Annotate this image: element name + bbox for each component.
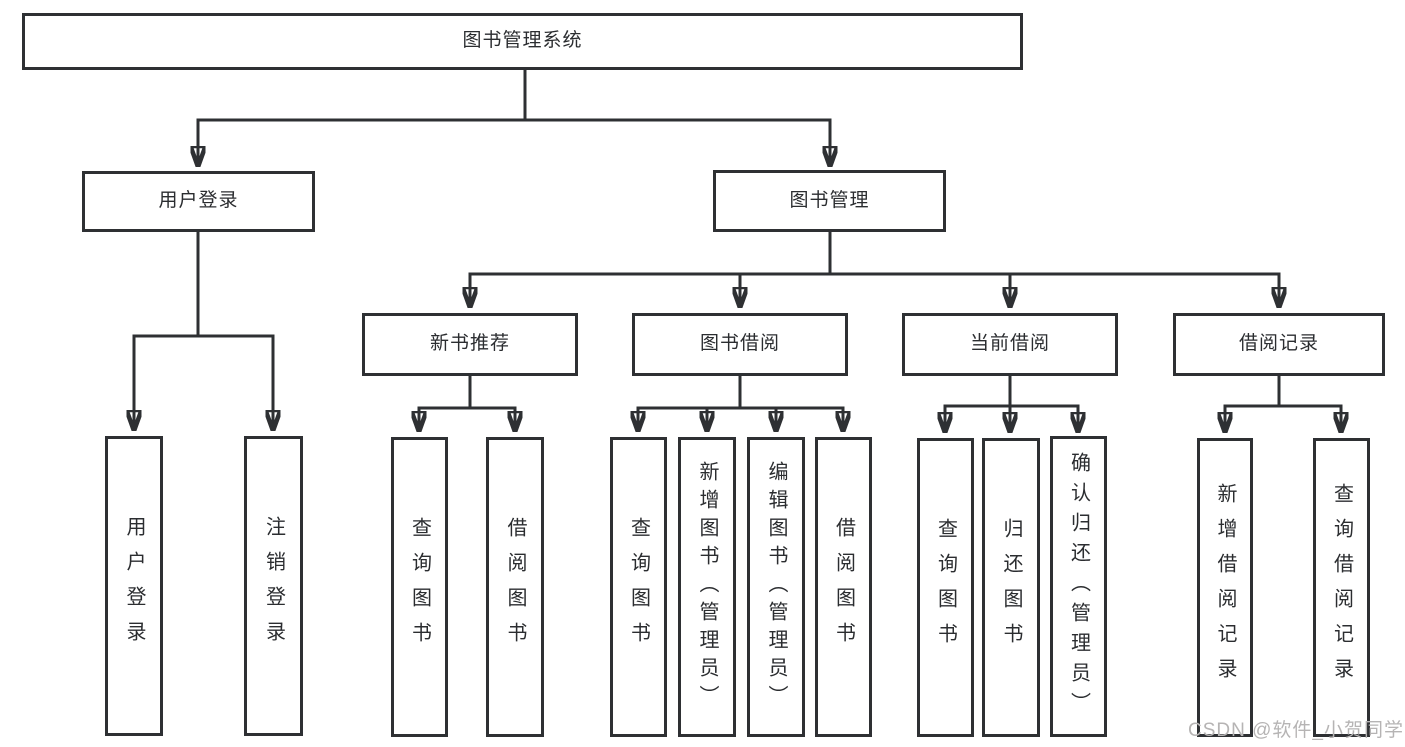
node-confirm-return-admin: 确认归还（管理员） xyxy=(1050,436,1107,737)
node-current-borrow: 当前借阅 xyxy=(902,313,1118,376)
node-query-books: 查询图书 xyxy=(610,437,667,737)
csdn-watermark: CSDN @软件_小贺同学 xyxy=(1188,720,1404,741)
node-query-books: 查询图书 xyxy=(917,438,974,737)
node-edit-book-admin: 编辑图书（管理员） xyxy=(747,437,805,737)
node-user-login-leaf: 用户登录 xyxy=(105,436,163,736)
node-book-management: 图书管理 xyxy=(713,170,946,232)
node-query-borrow-record: 查询借阅记录 xyxy=(1313,438,1370,737)
node-borrow-books: 借阅图书 xyxy=(815,437,872,737)
node-library-system: 图书管理系统 xyxy=(22,13,1023,70)
node-return-book: 归还图书 xyxy=(982,438,1040,737)
node-borrow-books: 借阅图书 xyxy=(486,437,544,737)
node-borrow-records: 借阅记录 xyxy=(1173,313,1385,376)
node-query-books: 查询图书 xyxy=(391,437,448,737)
node-new-book-recommend: 新书推荐 xyxy=(362,313,578,376)
node-book-borrow: 图书借阅 xyxy=(632,313,848,376)
node-logout: 注销登录 xyxy=(244,436,303,736)
node-add-book-admin: 新增图书（管理员） xyxy=(678,437,736,737)
node-user-login: 用户登录 xyxy=(82,171,315,232)
node-add-borrow-record: 新增借阅记录 xyxy=(1197,438,1253,737)
